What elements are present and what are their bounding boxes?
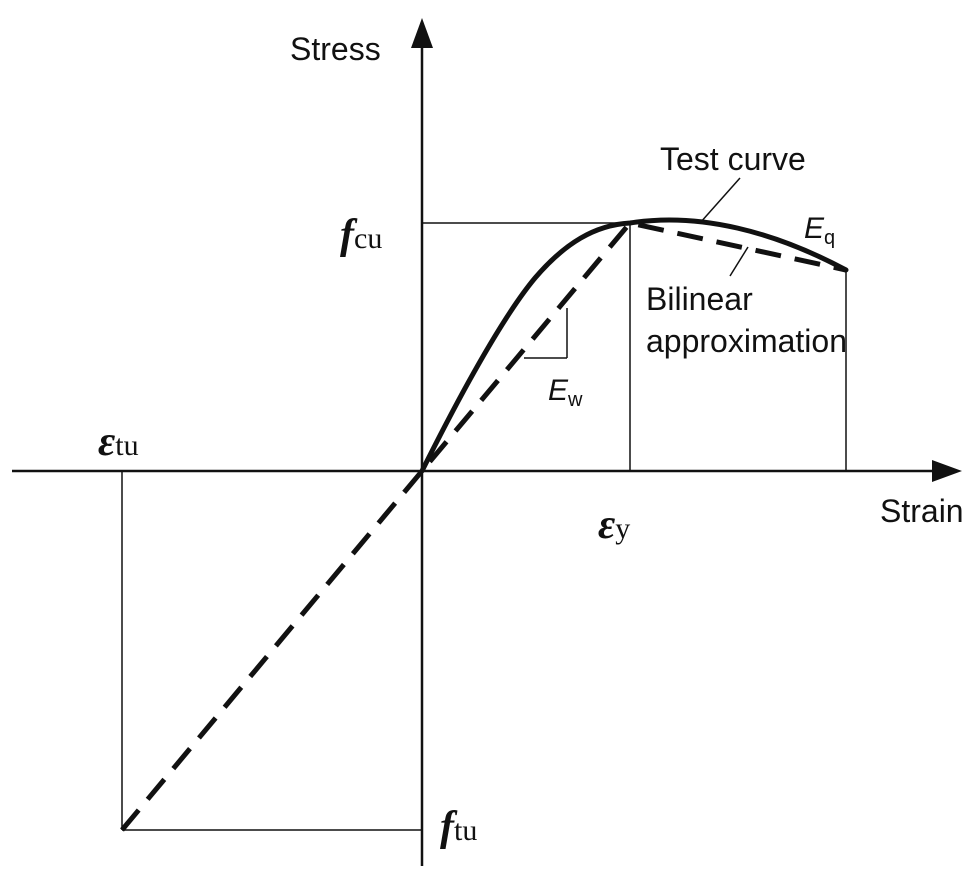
bilinear-approximation: [120, 220, 847, 832]
y-axis-arrowhead: [411, 18, 433, 48]
test-curve: [419, 217, 849, 474]
fcu-label: fcu: [340, 212, 382, 258]
ftu-label: ftu: [440, 804, 477, 850]
eps-tu-label: εtu: [98, 419, 139, 465]
stress-axis-label: Stress: [290, 31, 381, 67]
bilinear-leader: [729, 246, 749, 277]
test-curve-leader: [699, 177, 741, 224]
test-curve-label: Test curve: [660, 141, 806, 177]
strain-axis-label: Strain: [880, 493, 964, 529]
bilinear-label-line2: approximation: [646, 323, 847, 359]
bilinear-label-line1: Bilinear: [646, 281, 753, 317]
x-axis-arrowhead: [932, 460, 962, 482]
eq-label: Eq: [804, 212, 835, 249]
eps-y-label: εy: [598, 502, 630, 548]
ew-label: Ew: [548, 374, 583, 411]
